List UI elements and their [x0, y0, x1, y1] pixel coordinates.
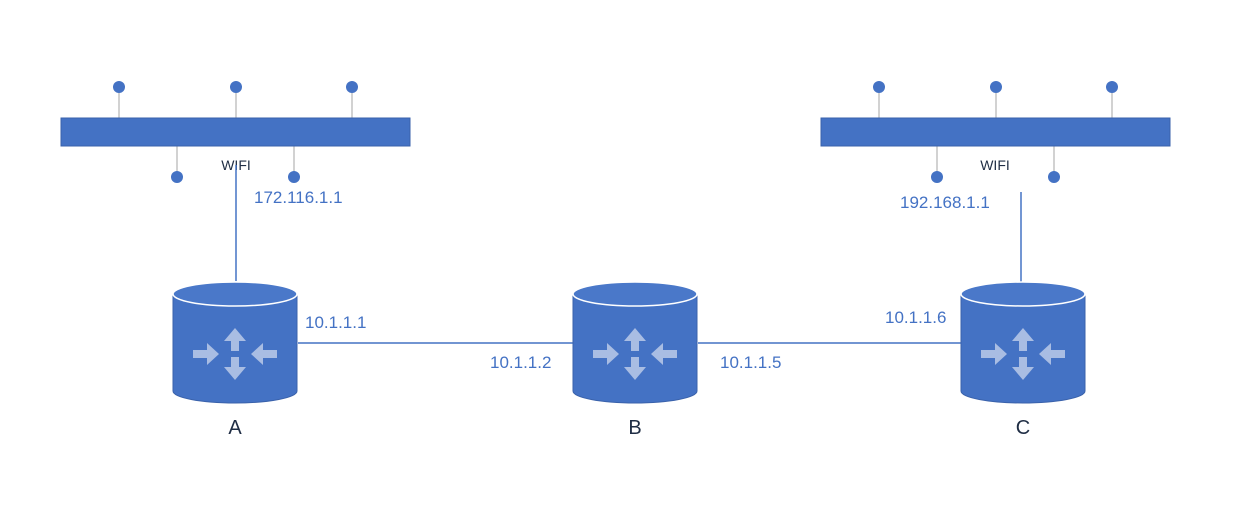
- router-b: B: [572, 281, 698, 439]
- wifi-network-left: WIFI: [60, 81, 411, 183]
- network-node-dot: [230, 81, 242, 93]
- link-ip-a: 10.1.1.1: [305, 313, 366, 332]
- network-node-dot: [931, 171, 943, 183]
- network-bus-bar: [60, 117, 411, 147]
- router-label: B: [628, 417, 641, 439]
- link-ip-b-left: 10.1.1.2: [490, 353, 551, 372]
- link-ip-b-right: 10.1.1.5: [720, 353, 781, 372]
- network-label: WIFI: [980, 157, 1010, 173]
- gateway-ip-left: 172.116.1.1: [254, 188, 343, 207]
- router-a: A: [172, 281, 298, 439]
- network-bus-bar: [820, 117, 1171, 147]
- router-c: C: [960, 281, 1086, 439]
- router-label: A: [228, 417, 242, 439]
- router-label: C: [1016, 417, 1030, 439]
- wifi-network-right: WIFI: [820, 81, 1171, 183]
- network-node-dot: [171, 171, 183, 183]
- network-node-dot: [288, 171, 300, 183]
- network-node-dot: [873, 81, 885, 93]
- network-node-dot: [990, 81, 1002, 93]
- network-node-dot: [113, 81, 125, 93]
- network-node-dot: [1106, 81, 1118, 93]
- network-node-dot: [1048, 171, 1060, 183]
- link-ip-c: 10.1.1.6: [885, 308, 946, 327]
- network-node-dot: [346, 81, 358, 93]
- gateway-ip-right: 192.168.1.1: [900, 193, 990, 212]
